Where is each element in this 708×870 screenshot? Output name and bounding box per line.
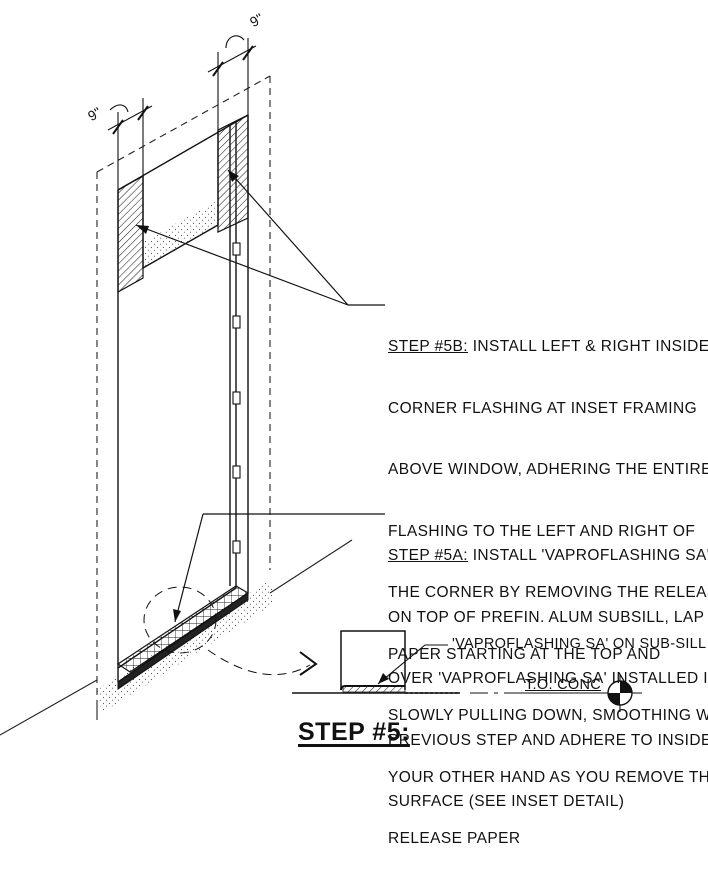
step-title: STEP #5: bbox=[298, 718, 410, 746]
step5b-line: FLASHING TO THE LEFT AND RIGHT OF bbox=[388, 522, 696, 540]
step5b-text: INSTALL LEFT & RIGHT INSIDE bbox=[468, 338, 708, 355]
arrowhead-step5a bbox=[173, 609, 181, 622]
arrowhead-step5b-right bbox=[228, 170, 239, 182]
head-shadow-stipple bbox=[143, 200, 218, 268]
step5a-line: OVER 'VAPROFLASHING SA' INSTALLED IN bbox=[388, 670, 708, 687]
step5a-line: SURFACE (SEE INSET DETAIL) bbox=[388, 793, 625, 810]
fastener-slot bbox=[232, 540, 241, 554]
step5b-line: PAPER STARTING AT THE TOP AND bbox=[388, 645, 661, 663]
isometric-window-opening-drawing bbox=[0, 35, 642, 736]
step5b-line: THE CORNER BY REMOVING THE RELEASE bbox=[388, 584, 708, 601]
arrowhead-step5b-left bbox=[136, 225, 149, 234]
step5b-lead: STEP #5B: bbox=[388, 338, 468, 355]
leader-step5a bbox=[174, 513, 385, 623]
step5a-note: STEP #5A: INSTALL 'VAPROFLASHING SA' ON … bbox=[388, 505, 708, 833]
inset-callout-leader bbox=[377, 644, 448, 685]
step5b-line: SLOWLY PULLING DOWN, SMOOTHING WITH bbox=[388, 707, 708, 724]
leader-step5b bbox=[135, 169, 385, 306]
datum-target-icon bbox=[600, 674, 642, 712]
concrete-edge-stipple bbox=[97, 580, 275, 713]
step5a-line: ON TOP OF PREFIN. ALUM SUBSILL, LAP bbox=[388, 608, 705, 626]
dimension-right bbox=[207, 35, 257, 130]
dimension-left bbox=[107, 98, 153, 190]
step5b-line: ABOVE WINDOW, ADHERING THE ENTIRE bbox=[388, 461, 708, 478]
datum-label: T.O. CONC bbox=[525, 677, 602, 693]
inset-arrow-head bbox=[299, 651, 318, 676]
step5b-line: CORNER FLASHING AT INSET FRAMING bbox=[388, 399, 698, 417]
inset-reference-circle bbox=[143, 586, 217, 654]
subsill-front-edge bbox=[117, 592, 249, 690]
left-corner-flashing-hatch bbox=[117, 174, 144, 294]
inset-subsill-profile bbox=[340, 630, 406, 690]
fastener-slot bbox=[232, 465, 241, 479]
inset-detail bbox=[292, 630, 602, 694]
inset-sill-fill bbox=[342, 685, 406, 693]
ground-lines bbox=[0, 539, 353, 736]
step5a-line-1: STEP #5A: INSTALL 'VAPROFLASHING SA' bbox=[388, 546, 708, 567]
jamb-fastener-slots bbox=[232, 242, 241, 554]
step5b-line-1: STEP #5B: INSTALL LEFT & RIGHT INSIDE bbox=[388, 337, 708, 358]
inset-arc-arrow bbox=[207, 649, 311, 676]
step5a-lead: STEP #5A: bbox=[388, 547, 468, 564]
fastener-slot bbox=[232, 391, 241, 405]
step5a-line: PREVIOUS STEP AND ADHERE TO INSIDE bbox=[388, 731, 708, 749]
wall-outline-dashed bbox=[96, 75, 271, 705]
detail-drawing: 9" 9" STEP #5B: INSTALL LEFT & RIGHT INS… bbox=[0, 10, 708, 847]
inset-callout-label: 'VAPROFLASHING SA' ON SUB-SILL bbox=[452, 636, 707, 652]
step5a-text: INSTALL 'VAPROFLASHING SA' bbox=[468, 547, 708, 564]
inset-callout-arrowhead bbox=[378, 673, 389, 684]
fastener-slot bbox=[232, 315, 241, 329]
fastener-slot bbox=[232, 242, 241, 256]
